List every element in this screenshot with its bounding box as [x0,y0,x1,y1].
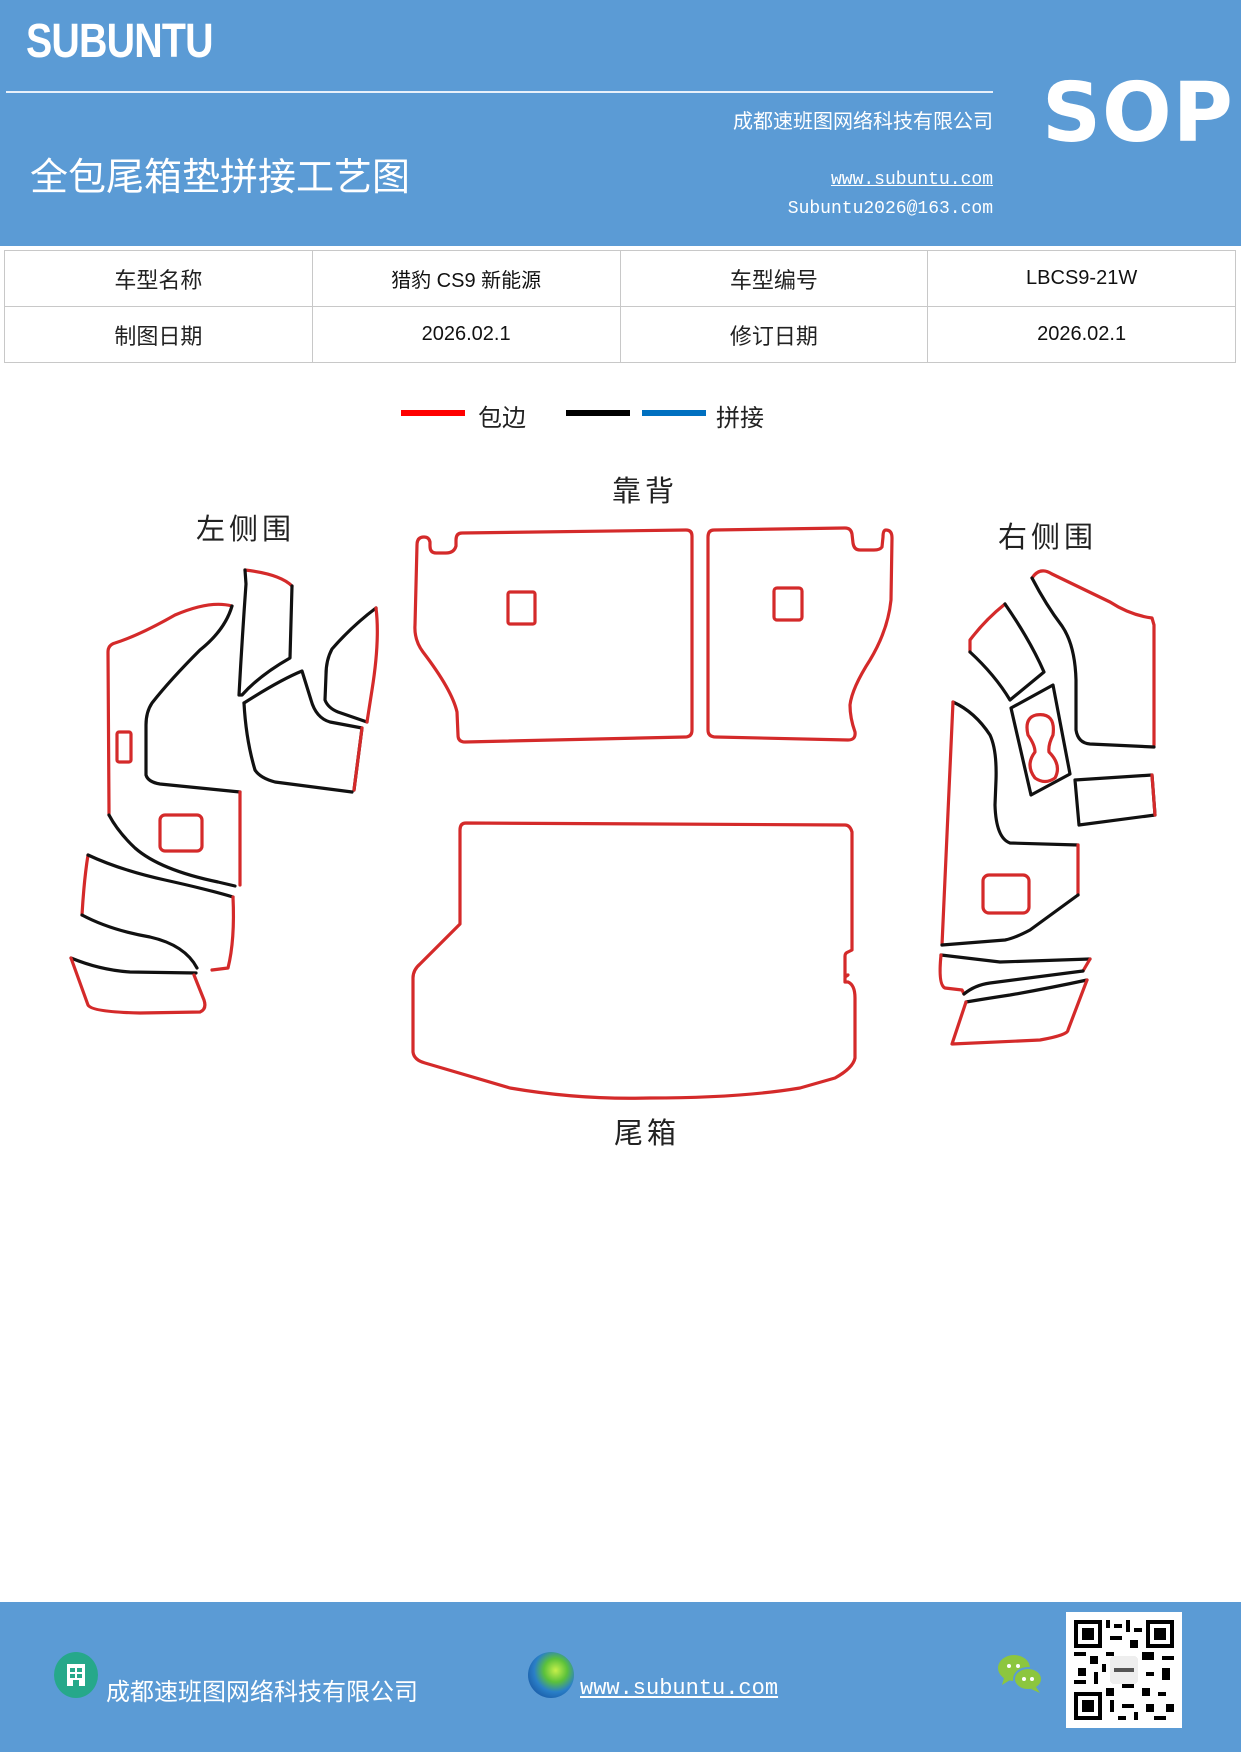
header-banner: SUBUNTU 成都速班图网络科技有限公司 SOP 全包尾箱垫拼接工艺图 www… [0,0,1241,246]
legend-label-splice: 拼接 [716,404,764,432]
value-drawing-date: 2026.02.1 [311,306,621,363]
footer-website-link[interactable]: www.subuntu.com [580,1676,779,1701]
header-email: Subuntu2026@163.com [787,199,993,219]
backrest-right-panel [706,526,894,742]
backrest-left-panel [413,528,694,744]
legend-swatch-black [566,410,630,416]
page-title: 全包尾箱垫拼接工艺图 [30,155,411,199]
label-backrest: 靠背 [612,474,679,508]
globe-icon [528,1652,574,1698]
header-company-name: 成都速班图网络科技有限公司 [733,109,993,133]
right-side-panels [938,569,1157,1046]
table-row: 车型名称 猎豹 CS9 新能源 车型编号 LBCS9-21W [4,250,1236,307]
label-left-side: 左侧围 [196,512,296,546]
table-row: 制图日期 2026.02.1 修订日期 2026.02.1 [4,306,1236,363]
label-drawing-date: 制图日期 [4,306,313,363]
legend-swatch-edging [401,410,465,416]
label-vehicle-name: 车型名称 [4,250,313,307]
trunk-panel [411,821,857,1100]
brand-logo: SUBUNTU [26,15,213,68]
value-revision-date: 2026.02.1 [927,306,1236,363]
header-divider [6,91,993,93]
value-vehicle-code: LBCS9-21W [927,250,1236,307]
label-trunk: 尾箱 [614,1116,681,1150]
sop-badge: SOP [1042,66,1234,161]
footer-banner: 成都速班图网络科技有限公司 www.subuntu.com [0,1602,1241,1752]
legend: 包边 拼接 [0,398,1241,438]
building-icon [54,1652,98,1698]
qr-code[interactable] [1066,1612,1182,1728]
header-website-link[interactable]: www.subuntu.com [830,170,993,190]
value-vehicle-name: 猎豹 CS9 新能源 [311,250,621,307]
legend-label-edging: 包边 [478,404,526,432]
mat-diagram [69,526,1157,1100]
wechat-icon [998,1655,1043,1693]
label-right-side: 右侧围 [998,520,1098,554]
vehicle-info-table: 车型名称 猎豹 CS9 新能源 车型编号 LBCS9-21W 制图日期 2026… [4,250,1236,363]
legend-swatch-splice [642,410,706,416]
footer-company-name: 成都速班图网络科技有限公司 [106,1678,418,1706]
label-revision-date: 修订日期 [619,306,929,363]
left-side-panels [69,568,379,1015]
label-vehicle-code: 车型编号 [619,250,929,307]
